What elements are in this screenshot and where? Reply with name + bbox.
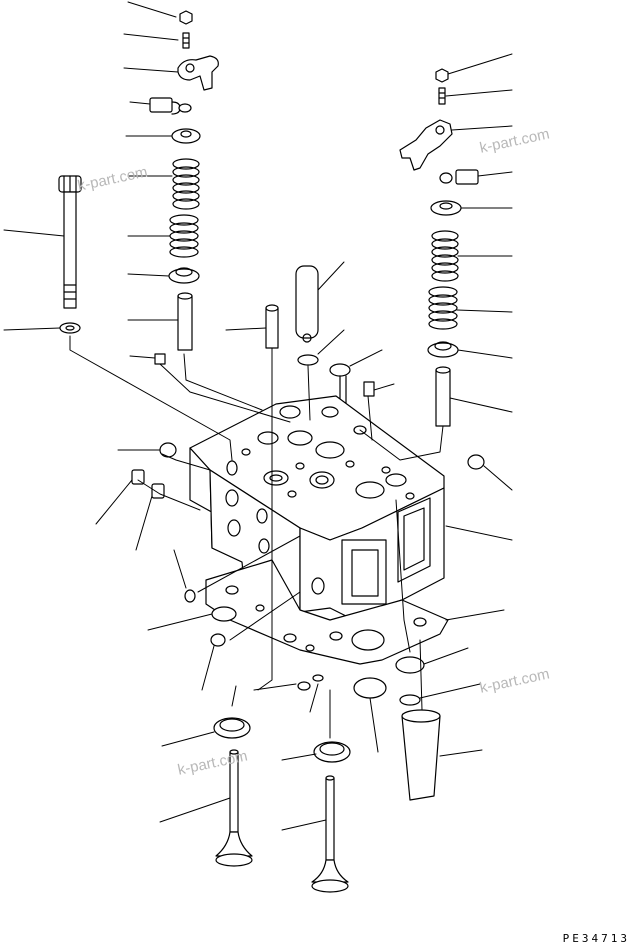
valve-spring-inner-left bbox=[169, 214, 199, 258]
valve-right bbox=[311, 775, 349, 893]
adjusting-screw-left bbox=[182, 32, 190, 49]
valve-spring-inner-right bbox=[428, 286, 458, 330]
valve-seat-left bbox=[213, 717, 251, 739]
valve-left bbox=[215, 749, 253, 867]
cylinder-head bbox=[189, 395, 445, 619]
adjusting-nut-right bbox=[435, 68, 449, 83]
plug-small-left bbox=[154, 353, 166, 365]
center-upper-parts bbox=[265, 265, 375, 481]
valve-seat-right bbox=[313, 741, 351, 763]
left-valve-spring-set bbox=[154, 128, 201, 365]
washer-small-2 bbox=[312, 674, 324, 682]
plug-3 bbox=[151, 483, 165, 499]
bolt-washer bbox=[59, 322, 81, 334]
plug-2 bbox=[131, 469, 145, 485]
dowel-right bbox=[363, 381, 375, 397]
pin-center bbox=[265, 307, 279, 349]
rocker-arm-left bbox=[177, 55, 219, 91]
seal-ring-left bbox=[211, 606, 237, 622]
rocker-arm-right bbox=[399, 119, 453, 171]
o-ring-right bbox=[399, 694, 421, 706]
leader-lines bbox=[3, 1, 513, 831]
valve-guide-right bbox=[435, 369, 451, 427]
o-ring-center bbox=[297, 354, 319, 366]
left-rocker-assembly bbox=[149, 10, 219, 115]
dowel-lower bbox=[210, 633, 226, 647]
washer-small-1 bbox=[297, 681, 311, 691]
right-valve-spring-set bbox=[427, 200, 462, 427]
nozzle-sleeve bbox=[401, 715, 441, 801]
cap-center bbox=[329, 363, 351, 377]
seal-ring-center bbox=[353, 677, 387, 699]
expansion-plug-1 bbox=[159, 442, 177, 458]
screw-plug bbox=[184, 589, 196, 603]
injector-sleeve bbox=[295, 265, 319, 339]
rocker-cap-left bbox=[149, 97, 173, 113]
adjusting-screw-right bbox=[438, 87, 446, 105]
assembly-lines bbox=[69, 335, 444, 739]
right-rocker-assembly bbox=[399, 68, 479, 185]
valve-spring-outer-right bbox=[431, 230, 459, 282]
rocker-cap-right bbox=[455, 169, 479, 185]
drawing-code: PE34713 bbox=[562, 932, 630, 945]
expansion-plug-right bbox=[467, 454, 485, 470]
seal-ring-right bbox=[395, 656, 425, 674]
valve-spring-outer-left bbox=[172, 158, 200, 210]
head-bolt bbox=[58, 175, 82, 309]
adjusting-nut-left bbox=[179, 10, 193, 25]
valve-guide-left bbox=[177, 295, 193, 351]
